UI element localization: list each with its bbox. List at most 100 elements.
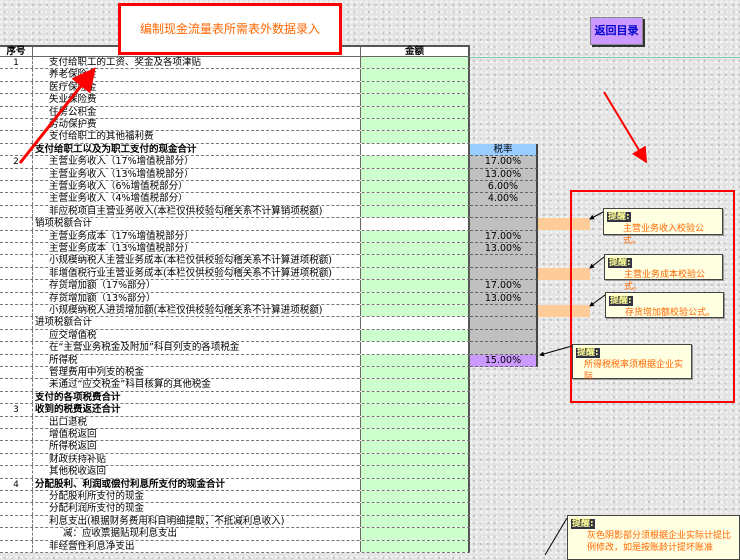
amount-cell[interactable] [361,515,470,528]
check-formula-cell[interactable] [538,218,590,231]
tax-rate-cell[interactable]: 17.00% [470,230,538,243]
row-item-label: 主营业务收入（4%增值税部分） [33,193,361,205]
note-body: 所得税税率须根据企业实际 [584,360,684,382]
row-item-label: 进项税额合计 [33,317,361,329]
row-number [0,429,33,441]
row-item-label: 销项税额合计 [33,218,361,230]
amount-cell[interactable] [361,57,470,69]
row-number [0,267,33,280]
tax-rate-cell[interactable]: 4.00% [470,193,538,206]
row-number: 4 [0,478,33,490]
tax-rate-cell[interactable]: 13.00% [470,292,538,305]
row-number [0,305,33,317]
amount-cell[interactable] [361,540,470,552]
table-row: 支付给职工的其他福利费 [0,131,470,144]
tax-rate-cell[interactable] [470,255,538,268]
amount-cell[interactable] [361,441,470,453]
tax-rate-cell[interactable] [470,267,538,281]
note-body: 存货增加额校验公式。 [625,308,716,318]
amount-cell[interactable] [361,106,470,118]
table-row: 分配股利所支付的现金 [0,491,470,504]
row-number: 1 [0,57,33,69]
amount-cell[interactable] [361,292,470,304]
table-row: 其他税收返回 [0,466,470,479]
amount-cell[interactable] [361,305,470,317]
amount-cell[interactable] [361,280,470,292]
tax-rate-cell[interactable]: 17.00% [470,156,538,169]
row-number [0,491,33,503]
amount-cell[interactable] [361,131,470,143]
amount-cell[interactable] [361,69,470,81]
amount-cell[interactable] [361,143,470,156]
tax-rate-cell[interactable]: 15.00% [470,354,538,367]
amount-cell[interactable] [361,243,470,255]
note-income-tax: 提醒:所得税税率须根据企业实际 [572,344,692,382]
amount-cell[interactable] [361,181,470,193]
back-to-index-button[interactable]: 返回目录 [590,17,643,45]
table-row: 在“主营业务税金及附加”科目列支的各项税金 [0,342,470,355]
table-row: 存货增加额（17%部分） [0,280,470,293]
amount-cell[interactable] [361,491,470,503]
amount-cell[interactable] [361,416,470,428]
amount-cell[interactable] [361,81,470,94]
amount-cell[interactable] [361,193,470,205]
table-row: 小规模纳税人进货增加额(本栏仅供校验勾稽关系不计算进项税额) [0,305,470,318]
amount-cell[interactable] [361,478,470,490]
callout-line [539,345,573,357]
tax-rate-cell[interactable] [470,305,538,318]
row-number [0,354,33,366]
callout-line [589,211,604,220]
table-row: 小规模纳税人主营业务成本(本栏仅供校验勾稽关系不计算进项税额) [0,255,470,268]
amount-cell[interactable] [361,503,470,515]
table-row: 所得税返回 [0,441,470,454]
amount-cell[interactable] [361,466,470,478]
amount-cell[interactable] [361,94,470,106]
tax-rate-cell[interactable]: 13.00% [470,243,538,256]
amount-cell[interactable] [361,267,470,280]
amount-cell[interactable] [361,168,470,180]
amount-cell[interactable] [361,528,470,540]
amount-cell[interactable] [361,119,470,131]
amount-cell[interactable] [361,391,470,404]
red-arrow-icon [603,91,648,164]
tax-rate-cell[interactable]: 17.00% [470,280,538,293]
tax-rate-cell[interactable] [470,342,538,355]
row-number [0,466,33,478]
amount-cell[interactable] [361,453,470,466]
amount-cell[interactable] [361,379,470,391]
row-item-label: 未通过“应交税金”科目核算的其他税金 [33,379,361,391]
amount-cell[interactable] [361,230,470,242]
amount-cell[interactable] [361,367,470,379]
row-item-label: 主营业务收入（6%增值税部分） [33,181,361,193]
callout-line [589,294,606,307]
row-number [0,540,33,552]
amount-cell[interactable] [361,317,470,329]
tax-rate-cell[interactable] [470,218,538,231]
amount-cell[interactable] [361,342,470,354]
table-row: 分配利润所支付的现金 [0,503,470,516]
tax-rate-header: 税率 [470,143,538,157]
row-number [0,168,33,180]
amount-cell[interactable] [361,329,470,342]
amount-cell[interactable] [361,429,470,441]
amount-cell[interactable] [361,354,470,366]
row-item-label: 小规模纳税人主营业务成本(本栏仅供校验勾稽关系不计算进项税额) [33,255,361,267]
row-number [0,528,33,540]
amount-cell[interactable] [361,255,470,267]
tax-rate-cell[interactable]: 6.00% [470,181,538,194]
check-formula-cell[interactable] [538,305,590,317]
row-number [0,329,33,342]
tax-rate-cell[interactable] [470,329,538,343]
row-number [0,367,33,379]
tax-rate-cell[interactable] [470,317,538,330]
row-item-label: 应交增值税 [33,329,361,342]
row-number [0,441,33,453]
amount-cell[interactable] [361,218,470,230]
tax-rate-cell[interactable] [470,205,538,219]
tax-rate-cell[interactable]: 13.00% [470,168,538,181]
check-formula-cell[interactable] [538,267,590,280]
amount-cell[interactable] [361,205,470,218]
amount-cell[interactable] [361,156,470,168]
amount-cell[interactable] [361,404,470,416]
row-number [0,119,33,131]
